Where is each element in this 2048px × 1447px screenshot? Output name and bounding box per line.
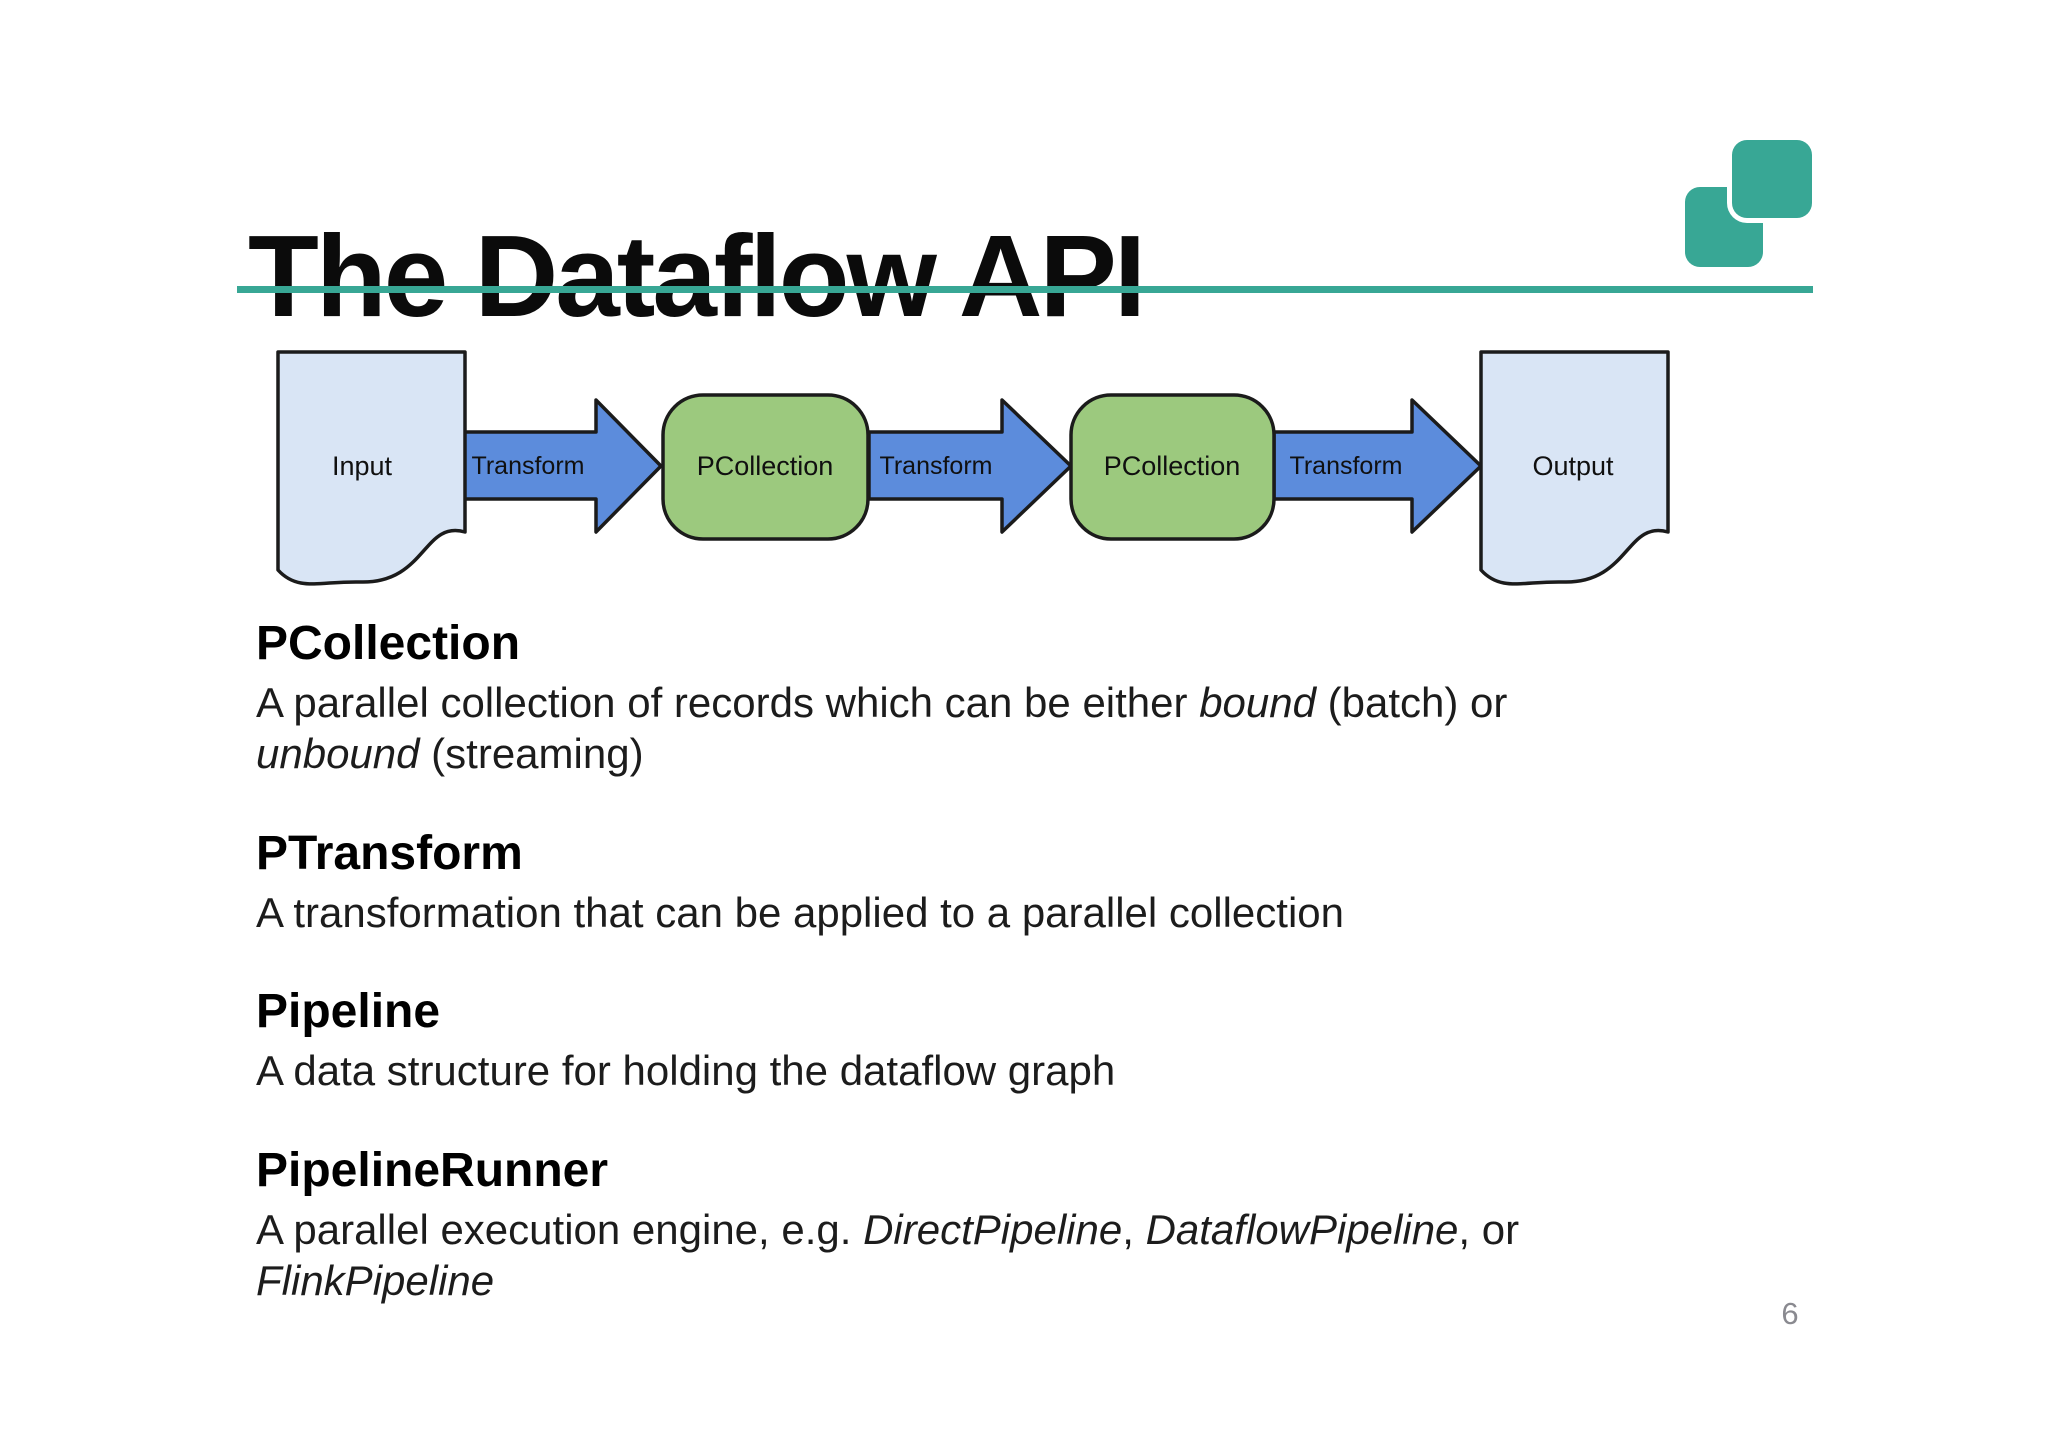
definition-text: A data structure for holding the dataflo… [256,1045,1846,1096]
definition-line: A parallel execution engine, e.g. Direct… [256,1205,1520,1253]
transform-arrow-2 [867,398,1073,534]
logo [1660,120,1840,290]
definition-line: A transformation that can be applied to … [256,888,1345,936]
transform-arrow-1 [458,398,663,534]
page-number: 6 [1781,1296,1799,1331]
definition-line: FlinkPipeline [256,1256,495,1304]
logo-square-front-icon [1732,140,1812,218]
definition-term: PCollection [256,617,521,670]
definition-item: PTransform A transformation that can be … [256,826,1846,938]
transform-arrow-3 [1272,398,1483,534]
pcollection-box-1 [661,393,870,541]
pcollection-box-2 [1069,393,1276,541]
slide-title: The Dataflow API [248,210,1146,341]
definition-line: unbound (streaming) [256,730,644,778]
dataflow-pipeline-diagram: Input Transform PCollection Transform PC… [260,342,1680,594]
input-label: Input [332,451,393,481]
definition-text: A parallel collection of records which c… [256,677,1846,779]
definition-line: A data structure for holding the dataflo… [256,1047,1116,1095]
transform-label-3: Transform [1290,452,1403,480]
transform-label-2: Transform [880,452,993,480]
definition-item: PipelineRunner A parallel execution engi… [256,1143,1846,1307]
definition-text: A transformation that can be applied to … [256,887,1846,938]
definition-item: Pipeline A data structure for holding th… [256,984,1846,1096]
input-document-shape [276,350,467,586]
pcollection-label-2: PCollection [1104,451,1241,481]
definition-term: PipelineRunner [256,1143,609,1197]
output-label: Output [1532,451,1614,481]
diagram-svg: Input Transform PCollection Transform PC… [276,350,1670,586]
pcollection-label-1: PCollection [697,451,834,481]
definition-line: A parallel collection of records which c… [256,679,1508,727]
definition-term: Pipeline [256,985,441,1039]
definition-term: PTransform [256,826,523,880]
definition-text: A parallel execution engine, e.g. Direct… [256,1204,1846,1306]
title-underline [237,286,1813,293]
definition-item: PCollection A parallel collection of rec… [256,616,1846,780]
definitions-list: PCollection A parallel collection of rec… [256,616,1846,1352]
transform-label-1: Transform [472,452,585,480]
output-document-shape [1479,350,1670,586]
